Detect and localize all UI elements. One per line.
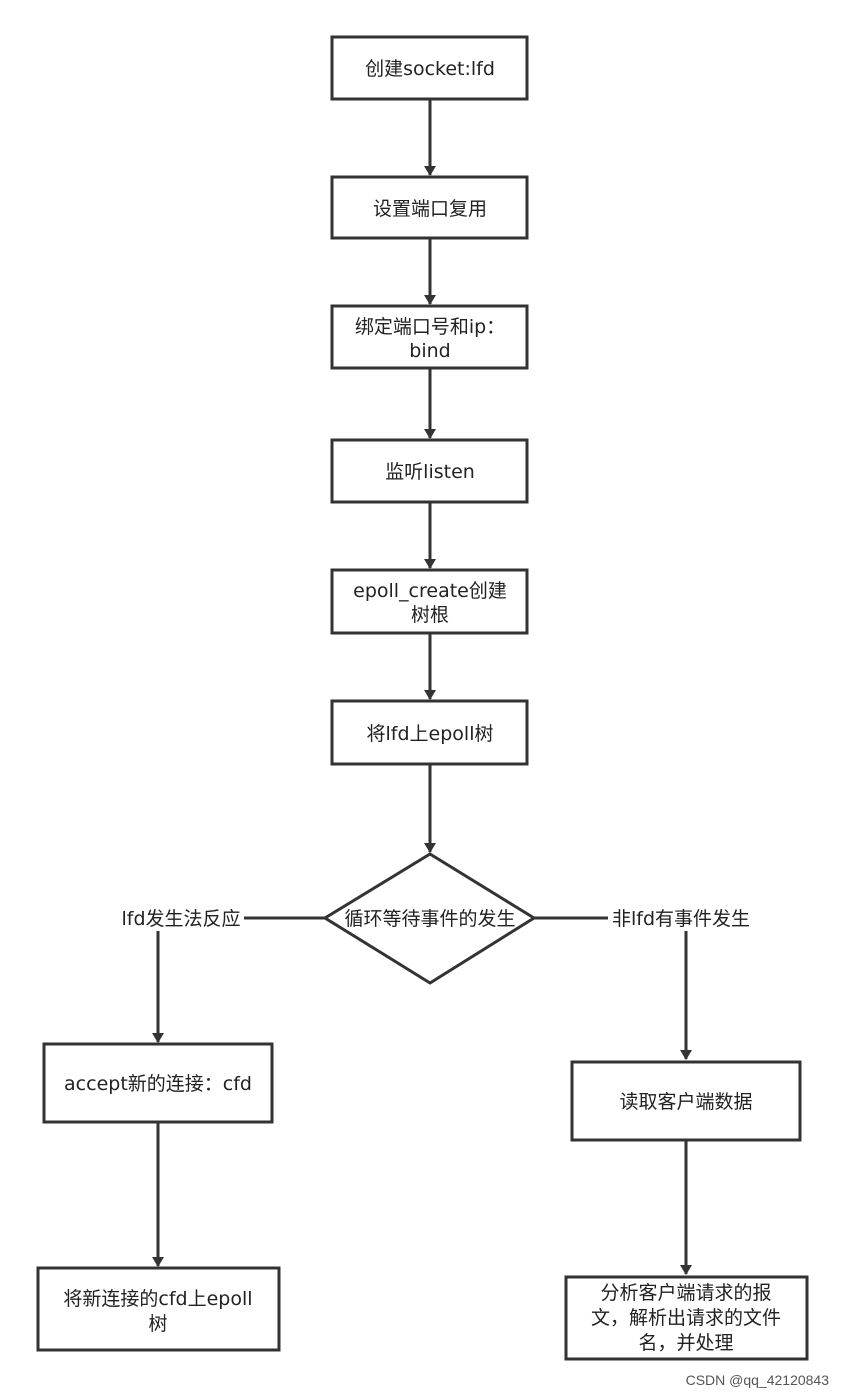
edge-label-left-branch: lfd发生法反应 [121,908,240,930]
node-bind-label-line2: bind [409,340,450,362]
node-analyze-label-line1: 分析客户端请求的报 [600,1282,771,1304]
edge-label-right-branch: 非lfd有事件发生 [612,908,750,930]
node-read-client-label: 读取客户端数据 [619,1091,752,1113]
node-port-reuse-label: 设置端口复用 [373,198,487,220]
node-epoll-create-label-line2: 树根 [411,604,449,626]
node-lfd-on-epoll: 将lfd上epoll树 [330,699,529,766]
node-cfd-on-epoll-label-line2: 树 [148,1313,167,1335]
edge-loop-to-accept [152,916,325,1043]
node-accept: accept新的连接：cfd [42,1042,274,1124]
edge-label-bg-right [608,905,754,931]
node-bind: 绑定端口号和ip： bind [330,304,529,370]
node-epoll-create: epoll_create创建 树根 [330,568,529,635]
node-loop-wait: 循环等待事件的发生 [322,852,537,985]
node-loop-wait-label: 循环等待事件的发生 [344,908,515,930]
node-cfd-on-epoll-label-line1: 将新连接的cfd上epoll [63,1288,252,1310]
node-analyze-label-line3: 名，并处理 [638,1332,733,1354]
node-listen: 监听listen [330,438,529,504]
edge-label-bg-left [118,905,244,931]
node-port-reuse: 设置端口复用 [330,175,529,240]
node-create-socket: 创建socket:lfd [330,35,529,101]
node-accept-label: accept新的连接：cfd [64,1073,252,1095]
node-read-client: 读取客户端数据 [570,1060,802,1142]
node-bind-label-line1: 绑定端口号和ip： [355,316,505,338]
node-epoll-create-label-line1: epoll_create创建 [353,580,507,602]
edge-loop-to-read [534,916,692,1060]
node-analyze: 分析客户端请求的报 文，解析出请求的文件 名，并处理 [564,1275,809,1361]
node-listen-label: 监听listen [385,461,475,483]
node-cfd-on-epoll: 将新连接的cfd上epoll 树 [36,1266,281,1352]
node-create-socket-label: 创建socket:lfd [365,58,495,80]
watermark-text: CSDN @qq_42120843 [686,1372,830,1388]
node-lfd-on-epoll-label: 将lfd上epoll树 [367,723,494,745]
node-analyze-label-line2: 文，解析出请求的文件 [591,1307,781,1329]
